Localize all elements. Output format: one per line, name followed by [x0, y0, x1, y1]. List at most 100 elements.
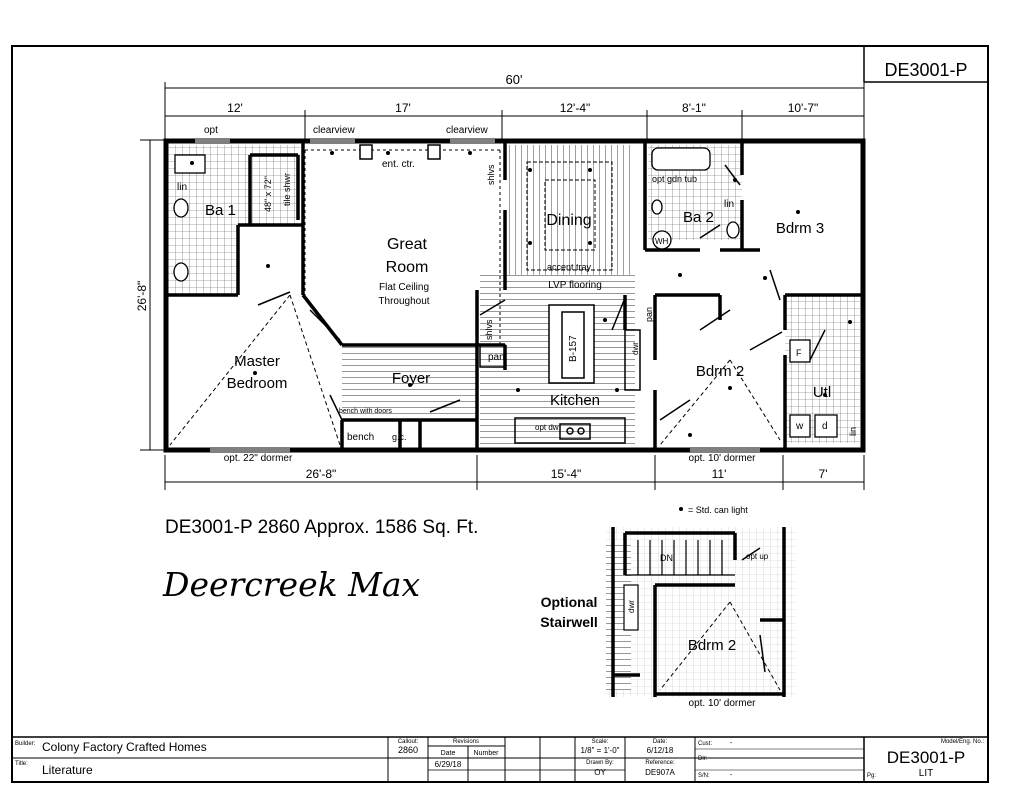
- model-name: Deercreek Max: [162, 565, 421, 604]
- label-pan-2: pan: [644, 307, 654, 322]
- inset-title-2: Stairwell: [540, 614, 598, 630]
- label-bdrm2: Bdrm 2: [696, 363, 744, 380]
- label-opt: opt: [204, 125, 218, 136]
- label-master-1: Master: [234, 353, 280, 370]
- dim-top-3: 12'-4": [560, 101, 591, 115]
- tb-date-col: Date: [441, 750, 456, 757]
- inset-bdrm2: Bdrm 2: [688, 637, 736, 654]
- label-master-2: Bedroom: [227, 375, 288, 392]
- inset-dn: DN: [660, 553, 673, 563]
- label-island: B-157: [568, 335, 579, 362]
- dim-bottom-3: 11': [712, 467, 727, 481]
- dim-overall: 60': [506, 72, 523, 87]
- tb-date-label: Date:: [653, 739, 668, 745]
- inset-dwr: dwr: [627, 600, 636, 613]
- label-shower-2: tile shwr: [282, 173, 292, 206]
- tb-drawn-label: Drawn By:: [586, 760, 614, 766]
- label-shlvs-top: shlvs: [486, 164, 496, 185]
- tb-title: Literature: [42, 763, 93, 777]
- label-lin2: lin: [724, 199, 734, 210]
- tb-builder-label: Builder:: [15, 741, 36, 747]
- tb-date: 6/12/18: [647, 746, 674, 755]
- inset-legend: = Std. can light: [688, 505, 748, 515]
- interior-walls: [168, 141, 863, 450]
- dim-top-1: 12': [227, 101, 243, 115]
- headline: DE3001-P 2860 Approx. 1586 Sq. Ft.: [165, 517, 478, 538]
- dim-bottom-4: 7': [819, 467, 828, 481]
- label-bath1: Ba 1: [205, 202, 236, 219]
- foyer-floor: [342, 345, 477, 420]
- top-dimensions: [164, 82, 865, 140]
- tb-sn: -: [730, 772, 733, 779]
- label-opt-dw: opt dw: [535, 423, 559, 432]
- dim-bottom-2: 15'-4": [551, 467, 582, 481]
- tb-callout-label: Callout:: [398, 739, 419, 745]
- label-lvp: LVP flooring: [548, 280, 602, 291]
- tb-cust-label: Cust:: [698, 741, 712, 747]
- can-lights: [190, 151, 852, 437]
- door-swings: [257, 164, 826, 421]
- tb-scale-label: Scale:: [592, 739, 609, 745]
- label-shower: 48" x 72": [263, 176, 273, 212]
- dim-left: 26'-8": [135, 281, 149, 312]
- label-lin3: lin: [848, 427, 858, 436]
- label-dwr: dwr: [631, 342, 640, 355]
- window-lines: [195, 140, 760, 451]
- inset-title-1: Optional: [541, 594, 598, 610]
- label-gdn-tub: opt gdn tub: [652, 174, 697, 184]
- legend-dot: [679, 507, 683, 511]
- label-gc: g.c.: [392, 432, 407, 442]
- kitchen-island: [548, 304, 595, 384]
- tb-ref-label: Reference:: [645, 760, 675, 766]
- tb-dlr-label: Dlr:: [698, 756, 708, 762]
- label-kitchen: Kitchen: [550, 392, 600, 409]
- label-shlvs-mid: shlvs: [484, 319, 494, 340]
- tb-cust: -: [730, 740, 733, 747]
- bath-fixtures: [173, 147, 838, 438]
- label-accent-tray: accent tray: [547, 262, 592, 272]
- dim-top-2: 17': [395, 101, 411, 115]
- label-bench-doors: bench with doors: [339, 408, 392, 415]
- sheet-border: [11, 45, 989, 783]
- tb-model-label: Model/Eng. No.:: [941, 739, 984, 745]
- tb-sn-label: S/N:: [698, 773, 710, 779]
- vault-lines: [169, 294, 781, 446]
- dim-top-5: 10'-7": [788, 101, 819, 115]
- tb-drawn: OY: [594, 768, 606, 777]
- tb-builder: Colony Factory Crafted Homes: [42, 740, 207, 754]
- tb-dlr: -: [730, 755, 733, 762]
- label-bdrm3: Bdrm 3: [776, 220, 824, 237]
- inset-stairwell: = Std. can light: [606, 505, 796, 709]
- label-dormer-22: opt. 22" dormer: [224, 453, 293, 464]
- label-ent-ctr: ent. ctr.: [382, 159, 415, 170]
- tb-ref: DE907A: [645, 768, 675, 777]
- label-great-room-2: Room: [386, 259, 429, 276]
- label-washer: w: [795, 421, 804, 432]
- label-clearview-1: clearview: [313, 125, 355, 136]
- label-dryer: d: [822, 421, 828, 432]
- label-dining: Dining: [546, 212, 591, 229]
- dim-bottom-1: 26'-8": [306, 467, 337, 481]
- label-bench: bench: [347, 432, 374, 443]
- label-furnace: F: [796, 348, 802, 358]
- label-foyer: Foyer: [392, 370, 430, 387]
- label-utl: Utl: [813, 384, 831, 401]
- label-pan-1: pan: [488, 352, 505, 363]
- label-clearview-2: clearview: [446, 125, 488, 136]
- kitchen-counter: [479, 329, 641, 444]
- tb-pg-label: Pg:: [867, 773, 876, 779]
- label-great-room-4: Throughout: [378, 296, 429, 307]
- inset-opt-up: opt up: [746, 552, 769, 561]
- tb-revisions-label: Revisions: [453, 739, 479, 745]
- left-dimension: [140, 139, 168, 451]
- label-dormer-10: opt. 10' dormer: [689, 453, 757, 464]
- label-great-room-1: Great: [387, 236, 428, 253]
- tb-scale: 1/8" = 1'-0": [580, 746, 619, 755]
- model-code-top: DE3001-P: [884, 60, 967, 80]
- inset-dormer: opt. 10' dormer: [689, 698, 757, 709]
- tb-number-col: Number: [474, 750, 500, 757]
- dim-top-4: 8'-1": [682, 101, 706, 115]
- label-bath2: Ba 2: [683, 209, 714, 226]
- tb-model: DE3001-P: [887, 748, 965, 767]
